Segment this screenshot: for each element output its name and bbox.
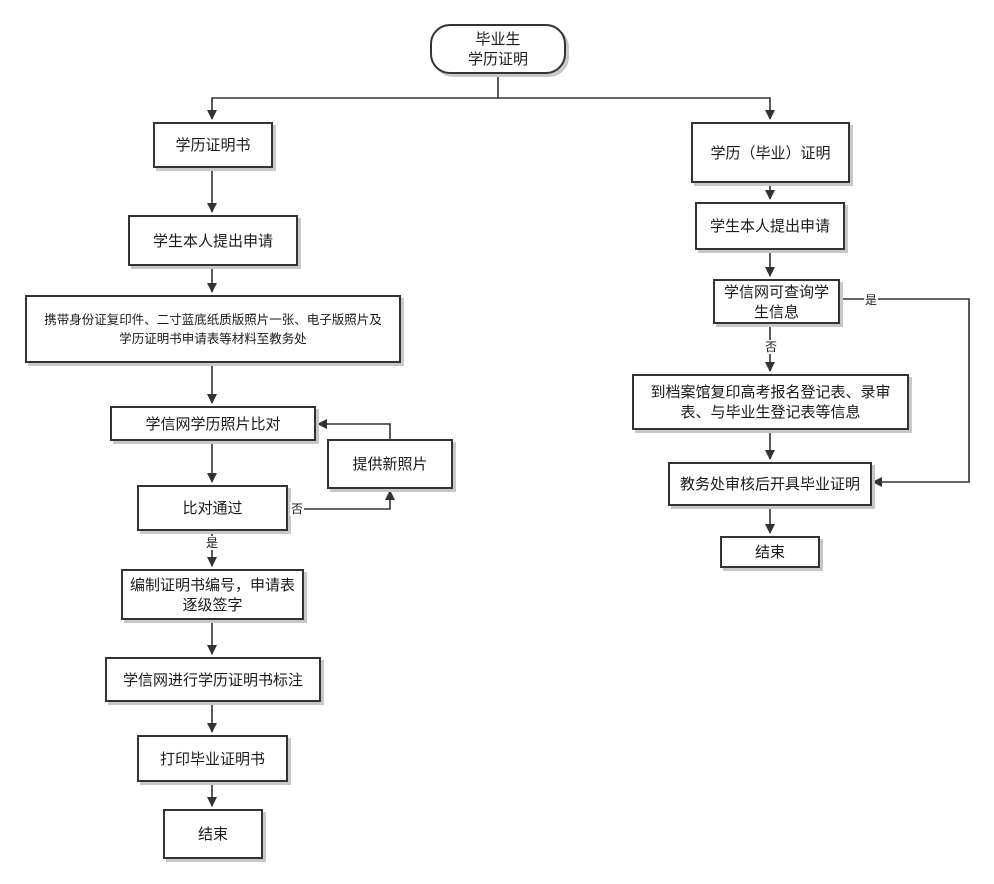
- print-certificate-node: 打印毕业证明书: [137, 735, 288, 782]
- archive-node: 到档案馆复印高考报名登记表、录审表、与毕业生登记表等信息: [632, 374, 909, 430]
- connector-start-split: [207, 74, 499, 120]
- edge-label-yes-left: 是: [205, 536, 220, 550]
- query-node: 学信网可查询学生信息: [713, 279, 840, 324]
- student-apply-node-right: 学生本人提出申请: [695, 202, 845, 250]
- proof-node: 学历（毕业）证明: [691, 122, 850, 183]
- new-photo-node: 提供新照片: [327, 439, 453, 489]
- numbering-node: 编制证明书编号，申请表逐级签字: [121, 569, 304, 620]
- edge-label-no-left: 否: [290, 502, 305, 516]
- connector-newphoto-compare: [317, 419, 391, 439]
- issue-node: 教务处审核后开具毕业证明: [668, 462, 872, 506]
- end-node-left: 结束: [163, 809, 263, 859]
- edge-label-yes-right: 是: [864, 293, 879, 307]
- start-node: 毕业生 学历证明: [430, 24, 566, 74]
- edge-label-no-right: 否: [764, 340, 779, 354]
- annotate-node: 学信网进行学历证明书标注: [105, 657, 321, 702]
- connector-query-yes-issue: [840, 298, 970, 487]
- photo-compare-node: 学信网学历照片比对: [110, 406, 316, 441]
- connector-pass-no-newphoto: [289, 490, 395, 510]
- end-node-right: 结束: [720, 536, 820, 568]
- student-apply-node-left: 学生本人提出申请: [128, 215, 298, 266]
- compare-pass-node: 比对通过: [137, 485, 288, 531]
- certificate-node: 学历证明书: [153, 122, 273, 168]
- connector-start-right: [498, 97, 775, 120]
- materials-node: 携带身份证复印件、二寸蓝底纸质版照片一张、电子版照片及学历证明书申请表等材料至教…: [25, 295, 401, 363]
